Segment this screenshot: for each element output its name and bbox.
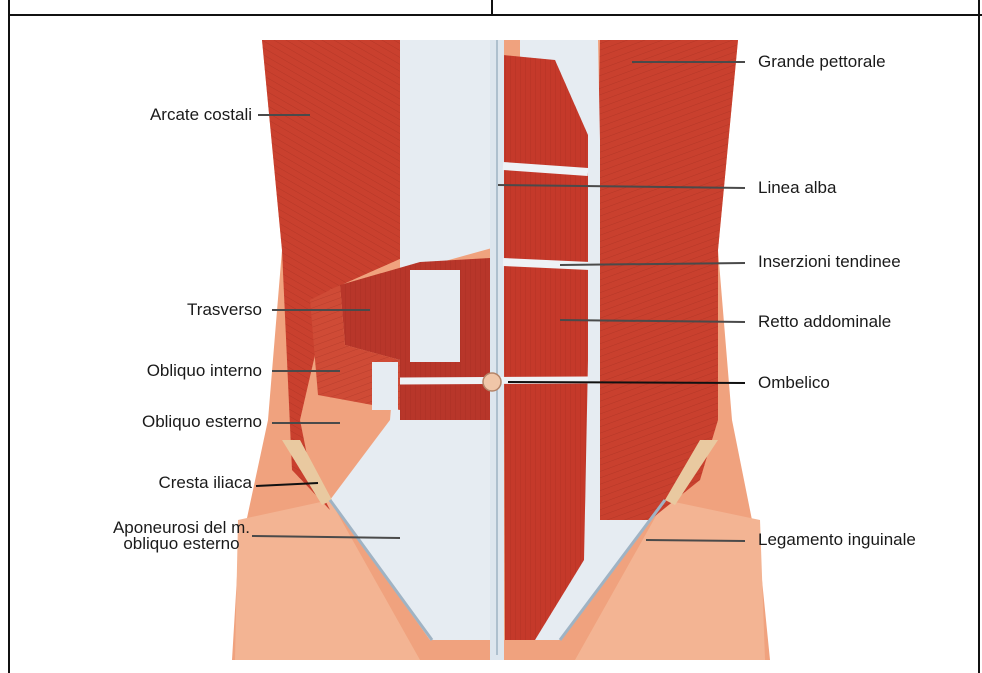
- trasverso-inner: [410, 270, 460, 362]
- ombelico-shape: [483, 373, 501, 391]
- label-obliquo-esterno: Obliquo esterno: [142, 413, 262, 431]
- label-linea-alba: Linea alba: [758, 179, 836, 197]
- label-ombelico: Ombelico: [758, 374, 830, 392]
- pointer-ombelico: [508, 382, 745, 383]
- label-aponeurosi-line2: obliquo esterno: [113, 536, 250, 552]
- pointer-legamento: [646, 540, 745, 541]
- label-inserzioni-tendinee: Inserzioni tendinee: [758, 253, 901, 271]
- label-trasverso: Trasverso: [187, 301, 262, 319]
- label-obliquo-interno: Obliquo interno: [147, 362, 262, 380]
- label-arcate-costali: Arcate costali: [150, 106, 252, 124]
- label-grande-pettorale: Grande pettorale: [758, 53, 886, 71]
- label-aponeurosi: Aponeurosi del m. obliquo esterno: [113, 520, 250, 552]
- label-legamento-inguinale: Legamento inguinale: [758, 531, 916, 549]
- label-retto-addominale: Retto addominale: [758, 313, 891, 331]
- label-cresta-iliaca: Cresta iliaca: [158, 474, 252, 492]
